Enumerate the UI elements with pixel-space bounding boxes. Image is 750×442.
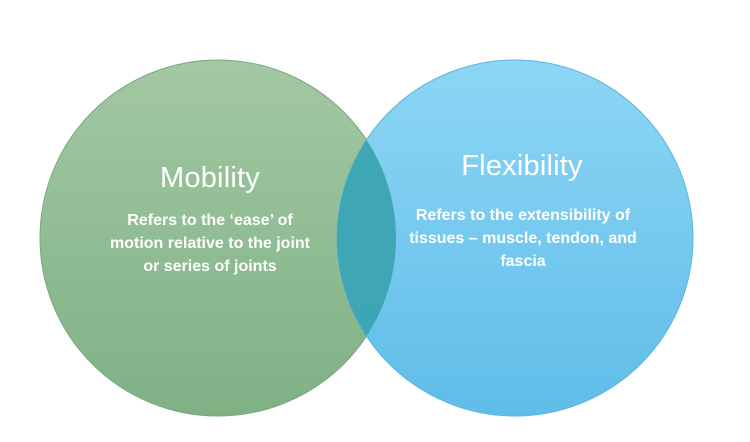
mobility-title: Mobility (160, 162, 260, 194)
mobility-description: Refers to the ‘ease’ of motion relative … (109, 212, 310, 275)
flexibility-title: Flexibility (461, 150, 583, 182)
flexibility-description: Refers to the extensibility of tissues –… (409, 207, 637, 270)
